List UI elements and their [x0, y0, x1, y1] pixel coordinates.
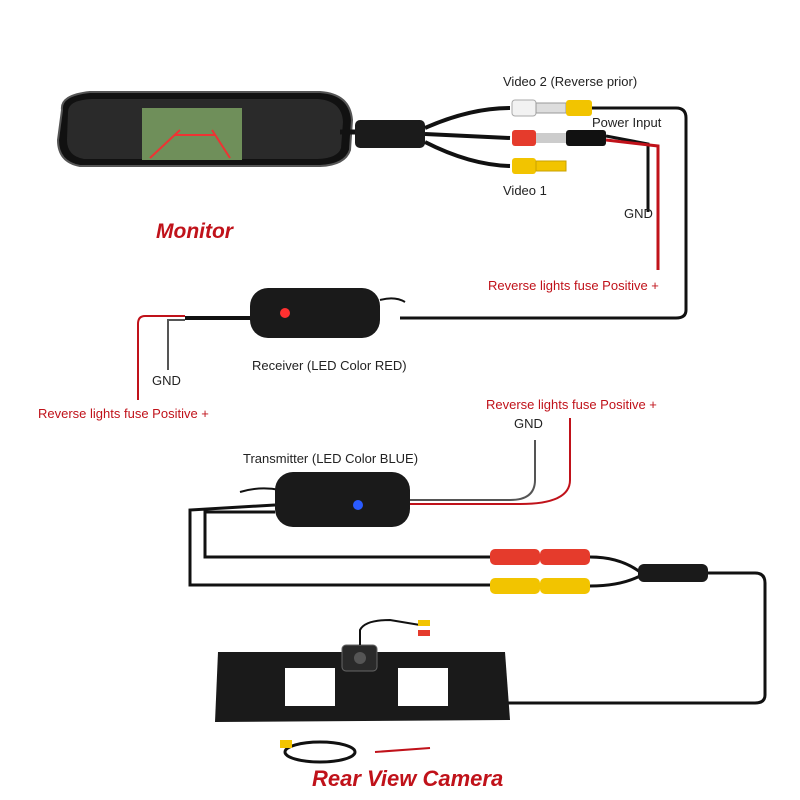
transmitter-led — [353, 500, 363, 510]
label-fuse-monitor: Reverse lights fuse Positive + — [488, 278, 659, 293]
label-fuse-receiver: Reverse lights fuse Positive + — [38, 406, 209, 421]
label-gnd-receiver: GND — [152, 373, 181, 388]
label-gnd-transmitter: GND — [514, 416, 543, 431]
rca-yellow-video1 — [512, 158, 567, 174]
label-video1: Video 1 — [503, 183, 547, 198]
receiver-led — [280, 308, 290, 318]
license-plate-camera — [215, 618, 510, 722]
label-camera: Rear View Camera — [312, 766, 503, 791]
rca-yellow-camera — [490, 578, 590, 594]
label-transmitter: Transmitter (LED Color BLUE) — [243, 451, 418, 466]
accessory-cables — [280, 740, 431, 764]
rca-white-video2 — [511, 99, 592, 117]
label-power-input: Power Input — [592, 115, 662, 130]
cable-connector — [355, 120, 425, 148]
mirror-monitor — [56, 91, 354, 167]
camera-connector — [638, 564, 708, 582]
rca-red-power — [512, 130, 606, 146]
label-fuse-transmitter: Reverse lights fuse Positive + — [486, 397, 657, 412]
label-video2: Video 2 (Reverse prior) — [503, 74, 637, 89]
rca-red-camera — [490, 549, 590, 565]
receiver-box — [250, 288, 380, 338]
transmitter-box — [275, 472, 410, 527]
label-monitor: Monitor — [156, 220, 235, 243]
label-receiver: Receiver (LED Color RED) — [252, 358, 407, 373]
label-gnd-power: GND — [624, 206, 653, 221]
